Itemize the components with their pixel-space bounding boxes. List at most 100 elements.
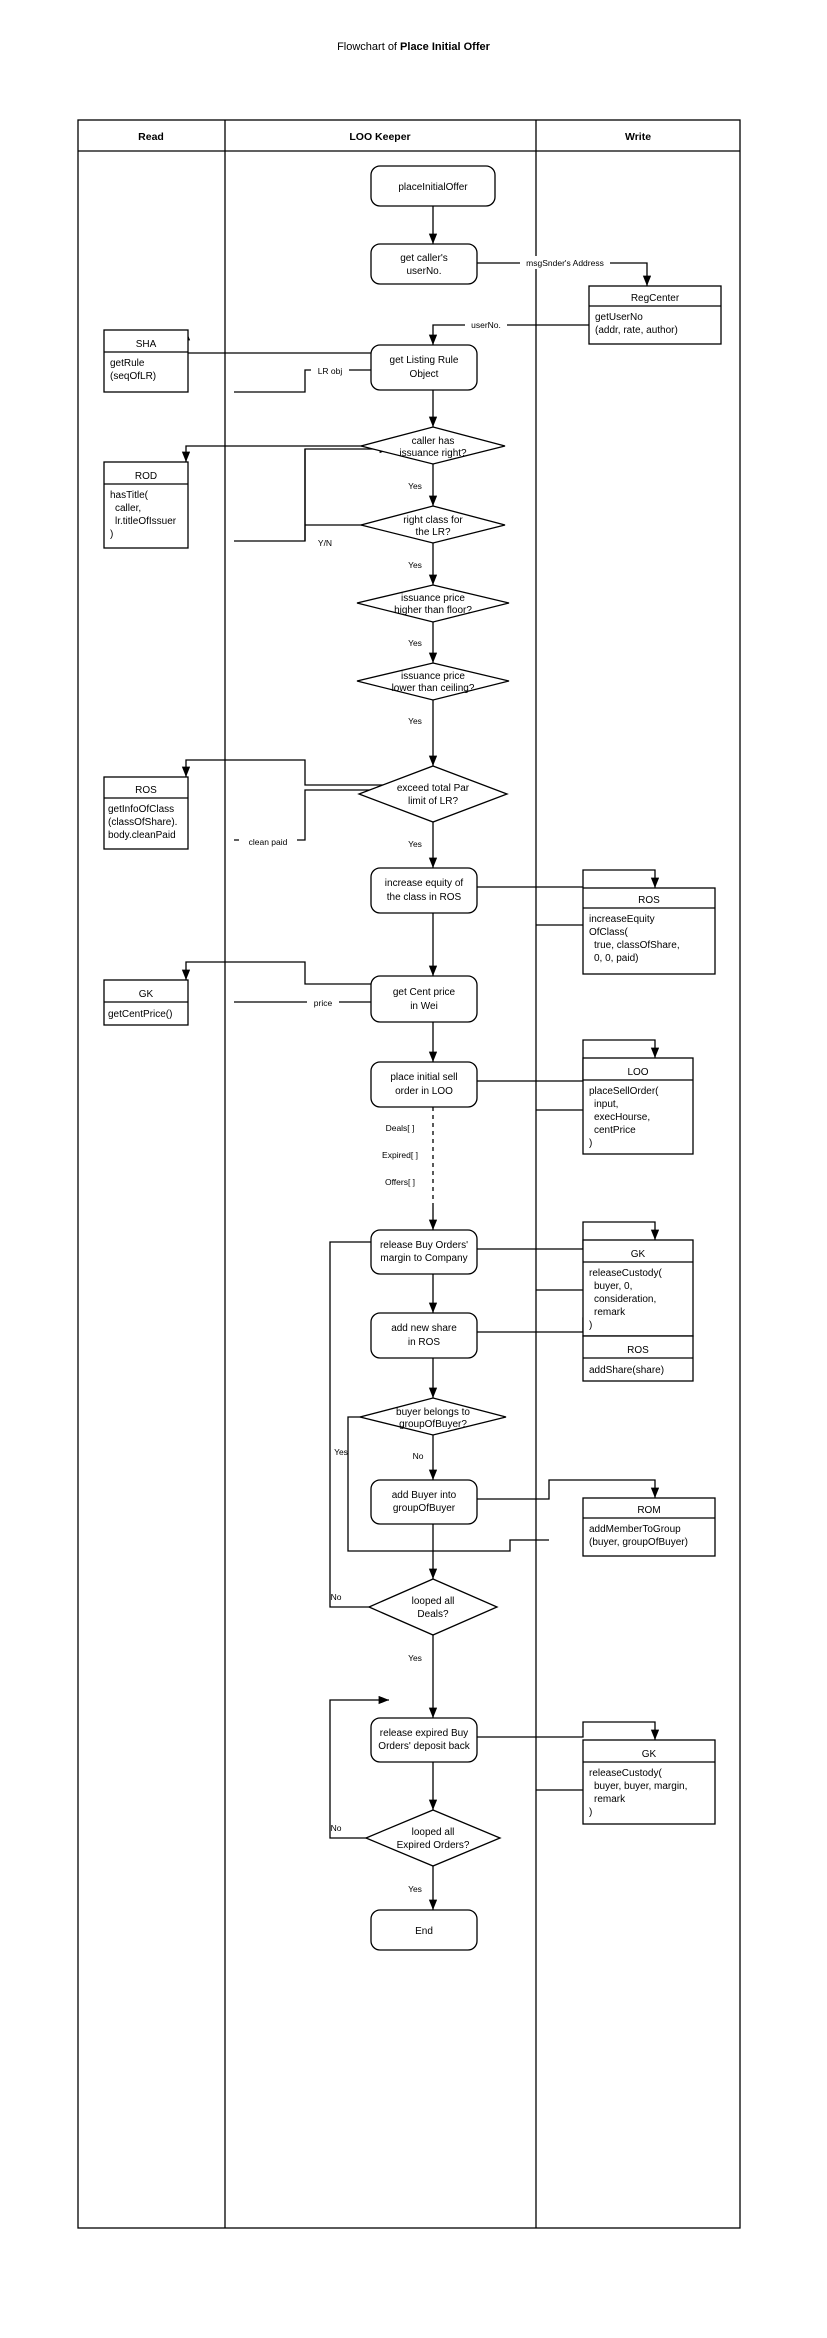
edge-label-yes-7: Yes [408, 1653, 422, 1663]
node-place-initial-offer[interactable]: placeInitialOffer [370, 165, 496, 207]
class-body-line4: remark [594, 1307, 626, 1318]
node-get-callers-userno[interactable]: get caller's userNo. [370, 243, 478, 285]
class-box-loo[interactable]: LOO placeSellOrder( input, execHourse, c… [582, 1057, 694, 1155]
decision-label-line1: buyer belongs to [396, 1407, 470, 1418]
title-name: Place Initial Offer [400, 41, 490, 53]
node-get-listing-rule-object[interactable]: get Listing Rule Object [370, 344, 478, 391]
class-name: GK [139, 989, 154, 1000]
class-body-line1: getRule [110, 358, 145, 369]
class-box-ros-add-share[interactable]: ROS addShare(share) [582, 1335, 694, 1382]
lane-label-loo-keeper: LOO Keeper [349, 131, 410, 143]
decision-exceed-total-par-limit[interactable]: exceed total Par limit of LR? [357, 765, 509, 823]
class-body-line2: (buyer, groupOfBuyer) [589, 1537, 688, 1548]
edge-label-yes-2: Yes [408, 560, 422, 570]
class-body-line3: lr.titleOfIssuer [115, 516, 177, 527]
class-name: ROS [627, 1345, 649, 1356]
edge-label-yes-4: Yes [408, 716, 422, 726]
class-body-line2: (seqOfLR) [110, 371, 156, 382]
decision-label-line2: groupOfBuyer? [399, 1419, 467, 1430]
decision-issuance-price-lower-than-ceiling[interactable]: issuance price lower than ceiling? [356, 662, 510, 701]
class-name: ROD [135, 471, 157, 482]
node-label-line2: in ROS [408, 1337, 441, 1348]
edge-labels: msgSnder's Address userNo. LR obj Y/N cl… [239, 256, 610, 1894]
edge-label-expired: Expired[ ] [382, 1150, 418, 1160]
class-box-regcenter[interactable]: RegCenter getUserNo (addr, rate, author) [588, 285, 722, 345]
node-end[interactable]: End [370, 1909, 478, 1951]
node-increase-equity-of-class-in-ros[interactable]: increase equity of the class in ROS [370, 867, 478, 914]
decision-issuance-price-higher-than-floor[interactable]: issuance price higher than floor? [356, 584, 510, 623]
lane-header-read: Read [138, 131, 164, 143]
node-label-line1: place initial sell [390, 1072, 457, 1083]
class-box-rod[interactable]: ROD hasTitle( caller, lr.titleOfIssuer ) [103, 461, 189, 549]
decision-label-line1: issuance price [401, 671, 465, 682]
decision-label-line1: looped all [412, 1596, 455, 1607]
edge-label-no-1: No [413, 1451, 424, 1461]
decision-label-line2: lower than ceiling? [392, 683, 475, 694]
node-get-cent-price-in-wei[interactable]: get Cent price in Wei [370, 975, 478, 1023]
page-title: Flowchart of Place Initial Offer [0, 40, 827, 54]
class-body-line2: caller, [115, 503, 141, 514]
node-release-buy-orders-margin-to-company[interactable]: release Buy Orders' margin to Company [370, 1229, 478, 1275]
decision-label-line2: the LR? [415, 527, 450, 538]
decision-caller-has-issuance-right[interactable]: caller has issuance right? [360, 426, 506, 465]
edge-label-yes-8: Yes [408, 1884, 422, 1894]
edge-label-yn: Y/N [318, 538, 332, 548]
edge-label-clean-paid: clean paid [249, 837, 288, 847]
class-box-ros-read[interactable]: ROS getInfoOfClass (classOfShare). body.… [103, 776, 189, 850]
class-body-line1: getUserNo [595, 312, 643, 323]
class-body-line5: ) [589, 1138, 592, 1149]
edge-label-price: price [314, 998, 333, 1008]
class-body-line1: addShare(share) [589, 1365, 664, 1376]
class-body-line5: ) [589, 1320, 592, 1331]
class-box-ros-increase-equity[interactable]: ROS increaseEquity OfClass( true, classO… [582, 887, 716, 975]
edge-label-lr-obj: LR obj [318, 366, 343, 376]
decision-label-line2: higher than floor? [394, 605, 472, 616]
decision-label-line1: right class for [403, 515, 463, 526]
class-body-line2: buyer, 0, [594, 1281, 632, 1292]
class-name: ROS [135, 785, 157, 796]
class-body-line2: buyer, buyer, margin, [594, 1781, 687, 1792]
decision-right-class-for-lr[interactable]: right class for the LR? [360, 505, 506, 544]
class-name: LOO [627, 1067, 648, 1078]
node-label-line1: get caller's [400, 253, 448, 264]
class-body-line1: addMemberToGroup [589, 1524, 681, 1535]
class-box-rom[interactable]: ROM addMemberToGroup (buyer, groupOfBuye… [582, 1497, 716, 1557]
class-body-line2: (classOfShare). [108, 817, 177, 828]
node-add-new-share-in-ros[interactable]: add new share in ROS [370, 1312, 478, 1359]
swimlane-frame [77, 119, 741, 2229]
edge-label-yes-6: Yes [334, 1447, 348, 1457]
class-body-line1: releaseCustody( [589, 1268, 662, 1279]
class-name: GK [642, 1749, 657, 1760]
decision-label-line1: issuance price [401, 593, 465, 604]
decision-buyer-belongs-to-group[interactable]: buyer belongs to groupOfBuyer? [359, 1397, 507, 1436]
edge-label-deals: Deals[ ] [386, 1123, 415, 1133]
decision-looped-all-expired-orders[interactable]: looped all Expired Orders? [364, 1809, 502, 1867]
class-name: ROS [638, 895, 660, 906]
class-box-gk-release-custody-2[interactable]: GK releaseCustody( buyer, buyer, margin,… [582, 1739, 716, 1825]
node-label-line2: in Wei [410, 1001, 438, 1012]
title-prefix: Flowchart of [337, 41, 401, 53]
decision-label-line2: Deals? [417, 1609, 449, 1620]
decision-label-line2: issuance right? [399, 448, 467, 459]
node-place-initial-sell-order-in-loo[interactable]: place initial sell order in LOO [370, 1061, 478, 1108]
node-label-line2: Orders' deposit back [378, 1741, 470, 1752]
class-body-line1: placeSellOrder( [589, 1086, 659, 1097]
node-add-buyer-into-groupofbuyer[interactable]: add Buyer into groupOfBuyer [370, 1479, 478, 1525]
class-body-line4: ) [589, 1807, 592, 1818]
class-box-sha[interactable]: SHA getRule (seqOfLR) [103, 329, 189, 393]
decision-looped-all-deals[interactable]: looped all Deals? [367, 1578, 499, 1636]
node-label-line1: release expired Buy [380, 1728, 468, 1739]
decision-label-line1: exceed total Par [397, 783, 470, 794]
node-label-line1: add Buyer into [392, 1490, 457, 1501]
class-body-line4: centPrice [594, 1125, 636, 1136]
node-label: placeInitialOffer [398, 182, 468, 193]
class-body-line1: getCentPrice() [108, 1009, 172, 1020]
class-body-line3: body.cleanPaid [108, 830, 176, 841]
decision-label-line1: caller has [412, 436, 455, 447]
decision-label-line1: looped all [412, 1827, 455, 1838]
class-box-gk-get-cent-price[interactable]: GK getCentPrice() [103, 979, 189, 1026]
edge-label-no-2: No [331, 1592, 342, 1602]
edge-label-yes-1: Yes [408, 481, 422, 491]
class-box-gk-release-custody[interactable]: GK releaseCustody( buyer, 0, considerati… [582, 1239, 694, 1337]
node-release-expired-buy-orders-deposit-back[interactable]: release expired Buy Orders' deposit back [370, 1717, 478, 1763]
